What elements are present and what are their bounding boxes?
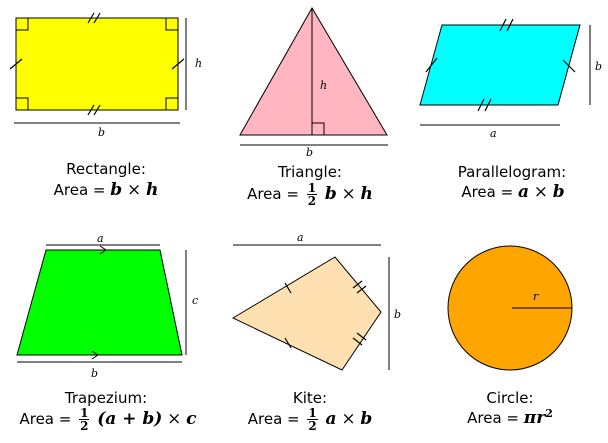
kite-var-a: a: [325, 409, 337, 429]
trapezium-figure: a c b: [16, 232, 198, 380]
trapezium-var-c: c: [186, 409, 197, 429]
trapezium-frac-den: 2: [80, 419, 89, 433]
circle-pi: π: [523, 408, 537, 428]
triangle-times: ×: [341, 184, 356, 204]
parallelogram-area-prefix: Area =: [461, 183, 514, 201]
kite-b-label: b: [394, 308, 401, 321]
rectangle-tick-marks: [9, 12, 185, 116]
trapezium-frac-num: 1: [79, 406, 90, 420]
kite-name: Kite:: [292, 389, 328, 407]
trapezium-name: Trapezium:: [64, 389, 148, 407]
circle-formula: Area = πr2: [405, 407, 608, 428]
kite-tick-marks: [284, 280, 367, 349]
kite-area-prefix: Area =: [247, 410, 300, 428]
triangle-frac-den: 2: [307, 194, 317, 208]
triangle-var-b: b: [324, 184, 337, 204]
triangle-right-angle-mark: [312, 122, 325, 135]
rectangle-figure: h b: [9, 12, 202, 139]
trapezium-area-prefix: Area =: [19, 410, 72, 428]
kite-a-label: a: [297, 231, 304, 244]
trapezium-expr: (a + b): [97, 409, 163, 429]
kite-frac-num: 1: [307, 406, 318, 420]
triangle-name: Triangle:: [278, 163, 342, 181]
circle-var-r: r: [536, 408, 546, 428]
trapezium-shape: [16, 249, 183, 356]
kite-frac-den: 2: [308, 419, 317, 433]
rectangle-times: ×: [126, 180, 142, 200]
trapezium-c-label: c: [192, 294, 198, 307]
trapezium-b-label: b: [91, 367, 98, 380]
kite-shape: [231, 256, 382, 371]
kite-times: ×: [341, 409, 356, 429]
kite-figure: a b: [231, 231, 401, 371]
circle-exponent: 2: [545, 407, 553, 420]
triangle-frac-num: 1: [306, 181, 318, 195]
circle-figure: r: [447, 245, 573, 371]
rectangle-var-b: b: [110, 180, 123, 200]
trapezium-a-label: a: [97, 232, 104, 245]
triangle-figure: h b: [239, 7, 388, 159]
rectangle-h-label: h: [195, 57, 202, 70]
circle-name: Circle:: [486, 389, 534, 407]
circle-r-label: r: [533, 290, 539, 303]
parallelogram-b-label: b: [595, 60, 602, 73]
parallelogram-figure: b a: [419, 18, 602, 140]
trapezium-times: ×: [167, 409, 182, 429]
triangle-area-prefix: Area =: [247, 185, 299, 203]
circle-area-prefix: Area =: [467, 409, 519, 427]
parallelogram-a-label: a: [490, 127, 497, 140]
triangle-shape: [239, 7, 388, 136]
kite-var-b: b: [360, 409, 373, 429]
triangle-b-label: b: [306, 146, 313, 159]
parallelogram-shape: [419, 24, 581, 106]
parallelogram-name: Parallelogram:: [457, 163, 567, 181]
triangle-h-label: h: [320, 79, 327, 92]
parallelogram-formula: Area = a × b: [408, 182, 608, 202]
rectangle-shape: [15, 17, 179, 111]
triangle-var-h: h: [360, 184, 373, 204]
parallelogram-var-a: a: [517, 182, 529, 202]
parallelogram-var-b: b: [552, 182, 565, 202]
rectangle-area-prefix: Area =: [53, 181, 106, 199]
parallelogram-times: ×: [533, 182, 548, 202]
rectangle-var-h: h: [145, 180, 159, 200]
rectangle-b-label: b: [98, 126, 105, 139]
rectangle-name: Rectangle:: [66, 160, 146, 178]
parallelogram-tick-marks: [425, 18, 576, 112]
rectangle-formula: Area = b × h: [1, 180, 211, 200]
trapezium-parallel-arrows: [91, 245, 107, 360]
rectangle-right-angle-marks: [16, 18, 178, 110]
